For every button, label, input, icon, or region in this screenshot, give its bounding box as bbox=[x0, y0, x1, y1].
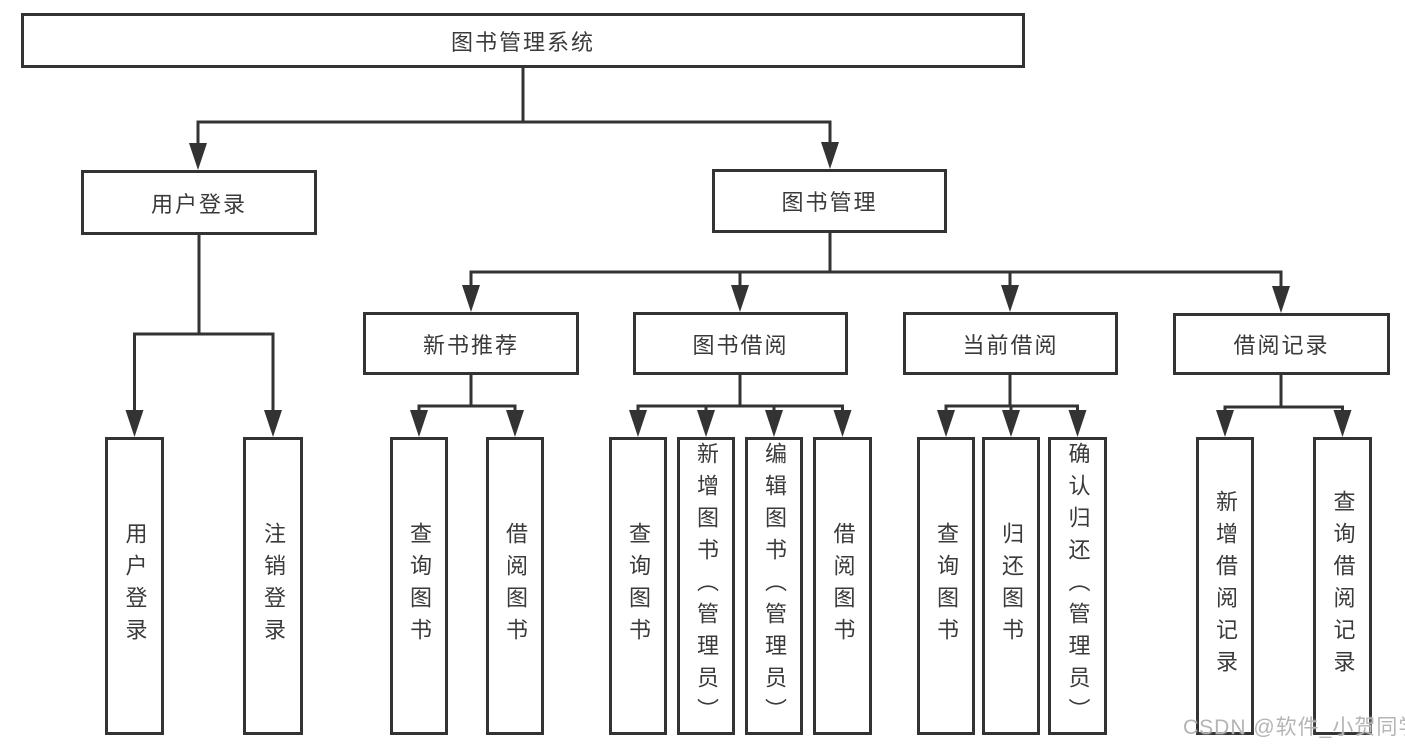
node-label: 图书管理 bbox=[781, 190, 878, 215]
node-logout: 注销登录 bbox=[243, 437, 303, 735]
node-label: 查询图书 bbox=[407, 522, 432, 650]
node-bb-add-books-admin: 新增图书（管理员） bbox=[677, 437, 735, 735]
node-current-borrowing: 当前借阅 bbox=[903, 312, 1118, 375]
node-label: 借阅图书 bbox=[830, 522, 856, 650]
arrowhead-down-icon bbox=[125, 410, 144, 437]
arrowhead-down-icon bbox=[1001, 285, 1019, 312]
node-label: 查询借阅记录 bbox=[1330, 490, 1356, 682]
watermark-credit: CSDN @软件_小贺同学 bbox=[1183, 716, 1405, 739]
arrowhead-down-icon bbox=[1216, 410, 1234, 437]
node-bb-borrow-books: 借阅图书 bbox=[813, 437, 872, 735]
node-label: 新增借阅记录 bbox=[1213, 490, 1238, 682]
arrowhead-down-icon bbox=[189, 143, 207, 170]
arrowhead-down-icon bbox=[1002, 410, 1020, 437]
node-nbr-query-books: 查询图书 bbox=[390, 437, 448, 735]
arrowhead-down-icon bbox=[833, 410, 852, 437]
arrowhead-down-icon bbox=[410, 410, 428, 437]
arrowhead-down-icon bbox=[731, 285, 749, 312]
node-new-book-recommendation: 新书推荐 bbox=[363, 312, 579, 375]
arrowhead-down-icon bbox=[1068, 410, 1087, 437]
arrowhead-down-icon bbox=[821, 142, 839, 169]
node-user-login: 用户登录 bbox=[105, 437, 164, 735]
node-br-query-record: 查询借阅记录 bbox=[1313, 437, 1372, 735]
node-library-management-system: 图书管理系统 bbox=[21, 13, 1025, 68]
node-label: 查询图书 bbox=[626, 522, 651, 650]
node-label: 图书管理系统 bbox=[450, 29, 595, 55]
node-book-borrowing: 图书借阅 bbox=[633, 312, 848, 375]
node-borrowing-records: 借阅记录 bbox=[1173, 313, 1390, 375]
arrowhead-down-icon bbox=[937, 410, 955, 437]
node-cb-query-books: 查询图书 bbox=[917, 437, 975, 735]
arrowhead-down-icon bbox=[697, 410, 715, 437]
node-user-login-group: 用户登录 bbox=[81, 170, 317, 235]
node-label: 新增图书（管理员） bbox=[694, 442, 719, 730]
arrowhead-down-icon bbox=[765, 410, 783, 437]
node-label: 确认归还（管理员） bbox=[1065, 442, 1091, 730]
arrowhead-down-icon bbox=[1272, 286, 1290, 313]
arrowhead-down-icon bbox=[629, 410, 647, 437]
node-nbr-borrow-books: 借阅图书 bbox=[486, 437, 544, 735]
node-label: 归还图书 bbox=[999, 522, 1024, 650]
node-bb-edit-books-admin: 编辑图书（管理员） bbox=[745, 437, 803, 735]
node-br-add-record: 新增借阅记录 bbox=[1196, 437, 1254, 735]
node-label: 新书推荐 bbox=[422, 332, 519, 358]
arrowhead-down-icon bbox=[506, 410, 524, 437]
node-bb-query-books: 查询图书 bbox=[609, 437, 667, 735]
node-book-management: 图书管理 bbox=[712, 169, 947, 233]
node-cb-return-books: 归还图书 bbox=[982, 437, 1040, 735]
node-label: 编辑图书（管理员） bbox=[762, 442, 787, 730]
node-label: 查询图书 bbox=[934, 522, 959, 650]
arrowhead-down-icon bbox=[462, 285, 480, 312]
node-label: 用户登录 bbox=[150, 191, 247, 217]
node-cb-confirm-return-admin: 确认归还（管理员） bbox=[1048, 437, 1107, 735]
node-label: 图书借阅 bbox=[692, 332, 789, 358]
node-label: 当前借阅 bbox=[962, 332, 1059, 358]
node-label: 注销登录 bbox=[261, 522, 286, 650]
node-label: 借阅图书 bbox=[503, 522, 528, 650]
node-label: 借阅记录 bbox=[1233, 333, 1330, 358]
arrowhead-down-icon bbox=[1333, 410, 1352, 437]
arrowhead-down-icon bbox=[264, 410, 282, 437]
node-label: 用户登录 bbox=[122, 522, 148, 650]
